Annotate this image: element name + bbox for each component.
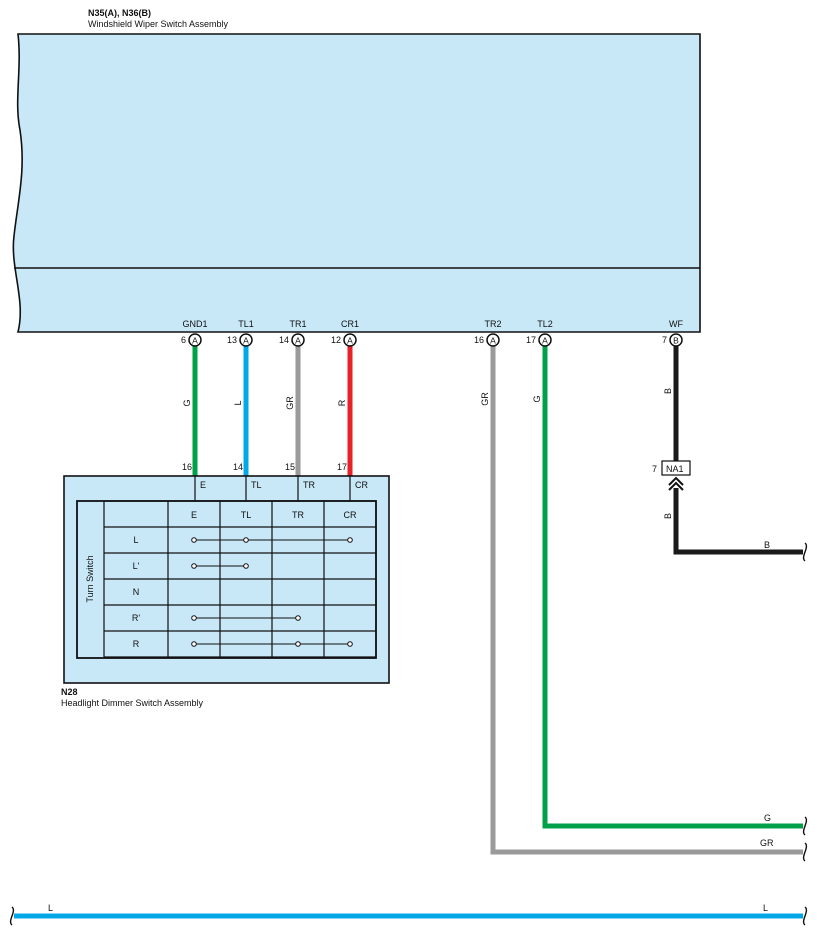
pin-wf-label: WF: [669, 319, 683, 329]
pin-tl2-number: 17: [526, 335, 536, 345]
table-row-1-contact-0: [191, 563, 197, 569]
pin-tl2-connector: A: [542, 336, 548, 346]
wire-tr2-color-code: GR: [480, 392, 490, 406]
turn-switch-table: Turn Switch E TL TR CR L L' N R' R: [85, 500, 377, 658]
connector-chevron-icon: [668, 476, 684, 491]
pin-tr1-connector: A: [295, 336, 301, 346]
wire-wf-upper-color-code: B: [663, 388, 673, 394]
table-row-label-1: L': [133, 561, 140, 571]
pin-tr2-label: TR2: [484, 319, 501, 329]
dimmer-pin-e-label: E: [200, 480, 206, 490]
pin-cr1-connector: A: [347, 336, 353, 346]
table-row-label-0: L: [133, 535, 138, 545]
pin-cr1-connector-icon: [343, 333, 357, 347]
table-row-1-contact-1: [243, 563, 249, 569]
table-col-header-1: TL: [241, 510, 252, 520]
dimmer-assembly-code: N28: [61, 687, 78, 697]
pin-cr1-label: CR1: [341, 319, 359, 329]
wire-tl1-color-code: L: [233, 400, 243, 405]
wire-tr2: [490, 346, 803, 855]
pin-tl1-connector: A: [243, 336, 249, 346]
pin-tl2-label: TL2: [537, 319, 553, 329]
bottom-wire-left-label: L: [48, 903, 53, 913]
table-row-0-contact-1: [243, 537, 249, 543]
splice-connector-num: 7: [652, 464, 657, 474]
pin-tl2-connector-icon: [538, 333, 552, 347]
wire-tr1-color-code: GR: [285, 396, 295, 410]
pin-gnd1-connector-icon: [188, 333, 202, 347]
wire-gnd1-color-code: G: [182, 399, 192, 406]
table-col-header-0: E: [191, 510, 197, 520]
pin-tr1-connector-icon: [291, 333, 305, 347]
dimmer-pin-e-number: 16: [182, 462, 192, 472]
pin-tr2-connector: A: [490, 336, 496, 346]
dimmer-pin-tr-label: TR: [303, 480, 315, 490]
table-row-4-contact-0: [191, 641, 197, 647]
table-row-3-contact-1: [295, 615, 301, 621]
pin-tr1-number: 14: [279, 335, 289, 345]
wiper-switch-assembly-box: [12, 33, 701, 333]
wire-end-break-wf: [802, 542, 808, 562]
table-side-label: Turn Switch: [85, 555, 95, 602]
pin-tr1-label: TR1: [289, 319, 306, 329]
dimmer-assembly-name: Headlight Dimmer Switch Assembly: [61, 698, 204, 708]
pin-wf-connector: B: [673, 336, 679, 346]
table-row-4-contact-2: [347, 641, 353, 647]
tl2-end-label: G: [764, 813, 771, 823]
table-row-4-contact-1: [295, 641, 301, 647]
table-row-0-contact-2: [347, 537, 353, 543]
wire-wf-lower: [673, 488, 803, 555]
table-row-3-contact-0: [191, 615, 197, 621]
pin-tr2-number: 16: [474, 335, 484, 345]
wire-wf-lower-color-code: B: [663, 513, 673, 519]
wire-end-break-tl2: [802, 816, 808, 836]
table-col-header-2: TR: [292, 510, 304, 520]
pin-gnd1-label: GND1: [182, 319, 207, 329]
wf-end-label: B: [764, 540, 770, 550]
tr2-end-label: GR: [760, 838, 774, 848]
pin-wf-number: 7: [662, 335, 667, 345]
wire-tl2-color-code: G: [532, 395, 542, 402]
pin-tl1-label: TL1: [238, 319, 254, 329]
table-row-label-4: R: [133, 639, 140, 649]
dimmer-pin-cr-number: 17: [337, 462, 347, 472]
wire-tl2: [542, 346, 803, 829]
pin-tr2-connector-icon: [486, 333, 500, 347]
table-col-header-3: CR: [344, 510, 357, 520]
pin-tl1-connector-icon: [239, 333, 253, 347]
table-row-label-2: N: [133, 587, 140, 597]
table-row-label-3: R': [132, 613, 140, 623]
wire-end-break-bottom-right: [802, 906, 808, 926]
main-assembly-code: N35(A), N36(B): [88, 8, 151, 18]
wire-end-break-tr2: [802, 842, 808, 862]
wire-end-break-bottom-left: [9, 906, 15, 926]
pin-cr1-number: 12: [331, 335, 341, 345]
pin-wf-connector-icon: [669, 333, 683, 347]
bottom-wire-right-label: L: [763, 903, 768, 913]
splice-connector-na1: NA1 7: [652, 460, 691, 491]
pin-gnd1-connector: A: [192, 336, 198, 346]
dimmer-pin-tr-number: 15: [285, 462, 295, 472]
table-row-0-contact-0: [191, 537, 197, 543]
dimmer-pin-tl-number: 14: [233, 462, 243, 472]
dimmer-pin-cr-label: CR: [355, 480, 368, 490]
dimmer-pin-tl-label: TL: [251, 480, 262, 490]
splice-connector-label: NA1: [666, 464, 684, 474]
pin-gnd1-number: 6: [181, 335, 186, 345]
main-assembly-name: Windshield Wiper Switch Assembly: [88, 19, 229, 29]
wire-cr1-color-code: R: [337, 399, 347, 406]
pin-tl1-number: 13: [227, 335, 237, 345]
